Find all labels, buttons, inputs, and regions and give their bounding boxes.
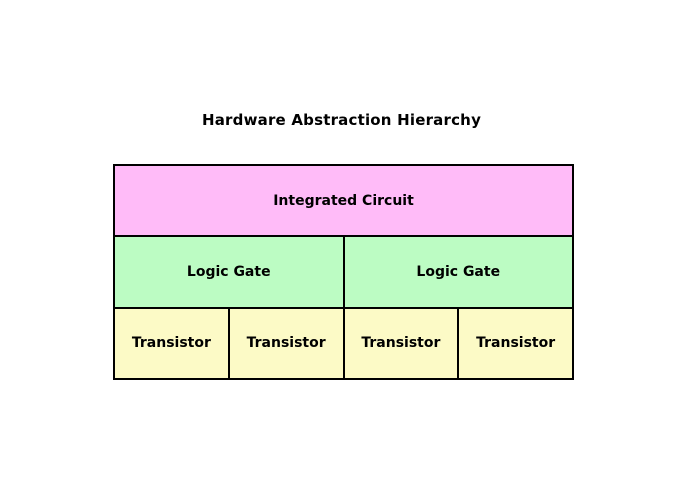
- block-label-transistor-1: Transistor: [131, 335, 211, 352]
- block-label-integrated-circuit: Integrated Circuit: [273, 192, 414, 209]
- block-transistor-3: Transistor: [344, 308, 458, 378]
- block-logic-gate-1: Logic Gate: [115, 237, 343, 307]
- block-label-transistor-4: Transistor: [476, 335, 556, 352]
- block-transistor-4: Transistor: [459, 308, 572, 378]
- block-transistor-2: Transistor: [229, 308, 343, 378]
- block-logic-gate-2: Logic Gate: [344, 237, 572, 307]
- block-label-logic-gate-2: Logic Gate: [416, 263, 501, 280]
- diagram-title: Hardware Abstraction Hierarchy: [201, 111, 482, 129]
- block-label-transistor-2: Transistor: [246, 335, 326, 352]
- block-label-logic-gate-1: Logic Gate: [186, 263, 271, 280]
- block-integrated-circuit: Integrated Circuit: [115, 166, 572, 236]
- hierarchy-diagram: Integrated Circuit Logic Gate Logic Gate…: [113, 164, 574, 380]
- block-label-transistor-3: Transistor: [361, 335, 441, 352]
- block-transistor-1: Transistor: [115, 308, 228, 378]
